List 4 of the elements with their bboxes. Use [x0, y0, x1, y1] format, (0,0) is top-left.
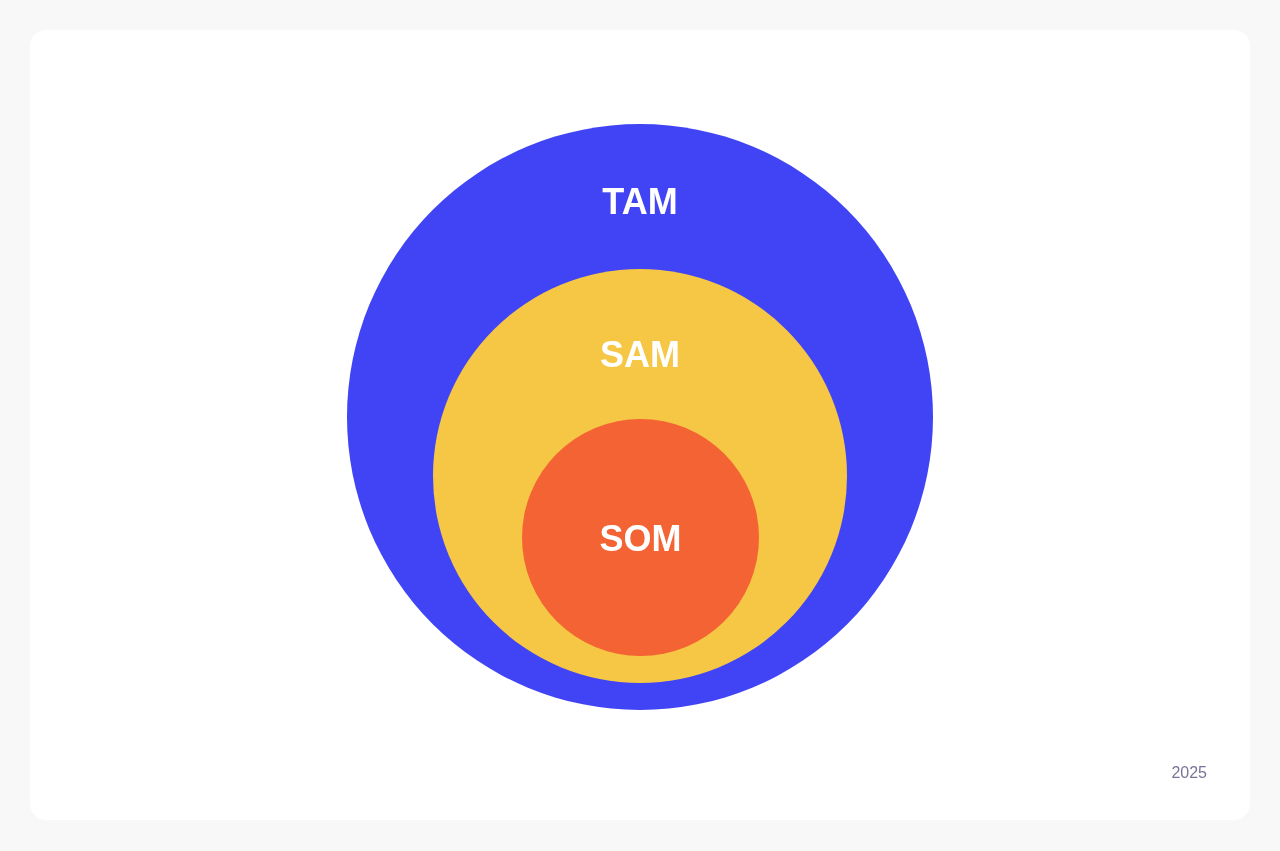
segment-label: SOM	[599, 519, 682, 559]
year-note: 2025	[1171, 763, 1207, 783]
segment-label: TAM	[602, 182, 678, 222]
segment-label: SAM	[600, 335, 680, 375]
